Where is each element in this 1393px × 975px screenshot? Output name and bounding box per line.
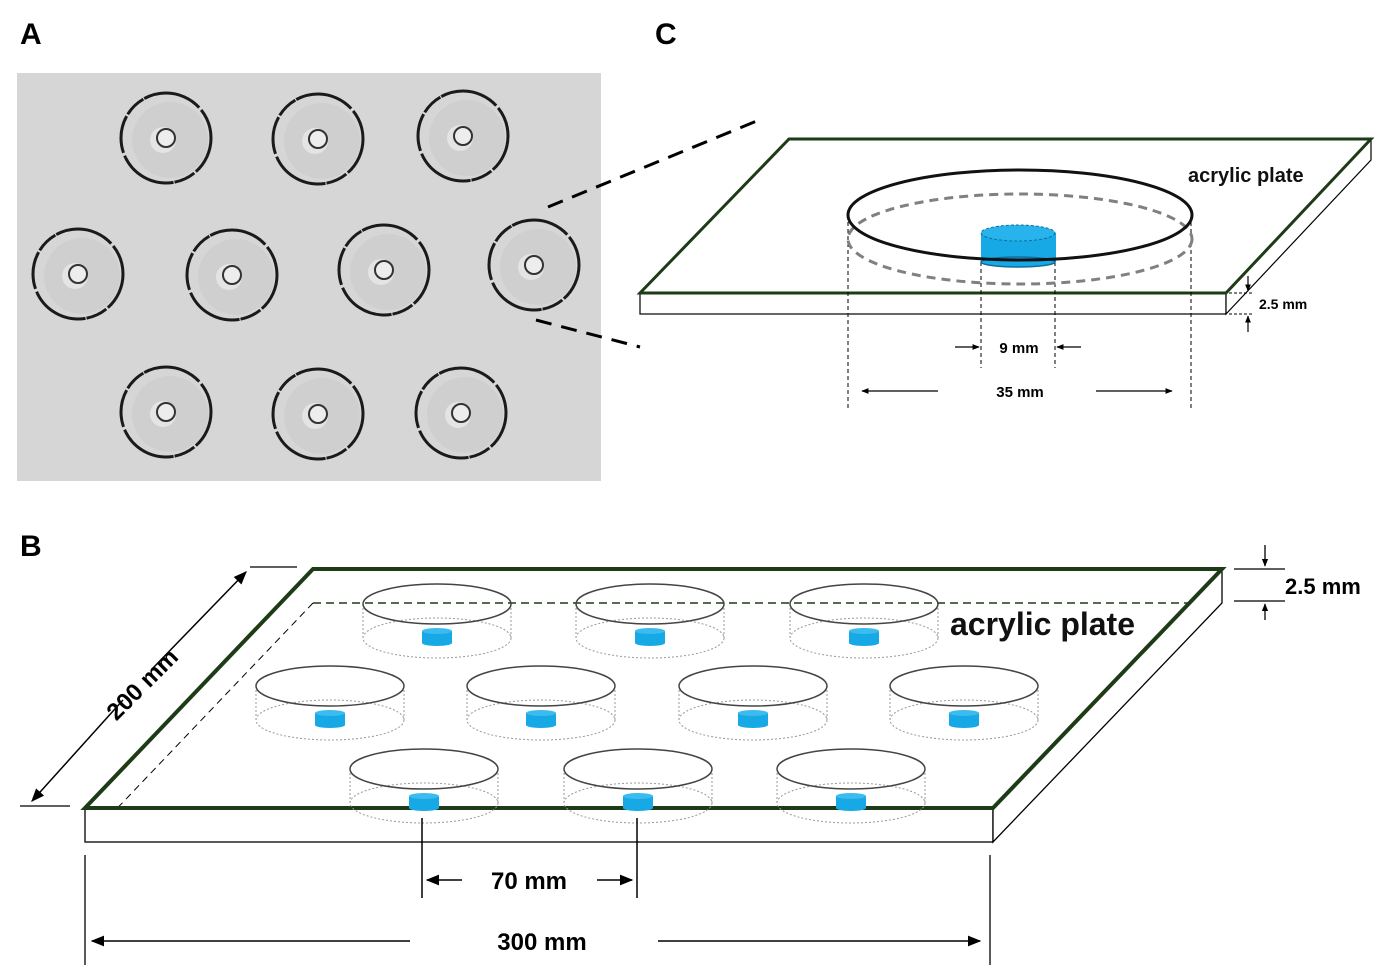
plate-b — [80, 567, 1227, 844]
plate-ring-2 — [575, 583, 725, 659]
outer-diameter-dimension: 35 mm — [861, 384, 1173, 401]
photo-ring-9 — [271, 367, 365, 461]
plate-b-top-face — [80, 567, 1227, 810]
zoom-line-bottom — [535, 318, 641, 349]
photo-ring-4 — [31, 227, 125, 321]
photo-ring-2 — [271, 92, 365, 186]
length-dimension-b: 300 mm — [84, 855, 991, 965]
plate-ring-6 — [678, 665, 828, 741]
ring-top-outline — [846, 168, 1194, 262]
plate-ring-5 — [466, 665, 616, 741]
photo-ring-6 — [337, 223, 431, 317]
plate-ring-10 — [776, 748, 926, 824]
zoom-line-top — [547, 116, 765, 209]
ring-cell-c — [846, 168, 1194, 410]
plate-c — [636, 137, 1375, 316]
photo-ring-8 — [119, 365, 213, 459]
outer-diameter-label: 35 mm — [996, 384, 1044, 401]
plate-ring-7 — [889, 665, 1039, 741]
thickness-dimension-b: 2.5 mm — [1234, 545, 1361, 620]
spacing-label-b: 70 mm — [491, 868, 567, 895]
photo-ring-10 — [414, 366, 508, 460]
photo-ring-3 — [416, 89, 510, 183]
plate-ring-grid — [255, 583, 1039, 824]
panel-label-b: B — [20, 530, 42, 563]
plate-ring-8 — [349, 748, 499, 824]
plate-ring-4 — [255, 665, 405, 741]
photo-ring-5 — [185, 228, 279, 322]
width-label-b: 200 mm — [102, 644, 184, 726]
photo-ring-1 — [119, 91, 213, 185]
panel-label-a: A — [20, 18, 42, 51]
plate-c-top-face — [636, 137, 1375, 295]
photo-ring-grid — [31, 89, 581, 461]
photo-panel-a — [17, 73, 601, 481]
inner-diameter-dimension: 9 mm — [955, 340, 1081, 357]
inner-diameter-label: 9 mm — [999, 340, 1038, 357]
thickness-label-b: 2.5 mm — [1285, 574, 1361, 599]
plate-ring-9 — [563, 748, 713, 824]
ring-bottom-outline — [846, 192, 1194, 286]
panel-label-c: C — [655, 18, 677, 51]
plate-b-material-label: acrylic plate — [950, 606, 1135, 642]
plate-c-front-face — [639, 292, 1227, 315]
plate-c-material-label: acrylic plate — [1188, 165, 1304, 187]
plate-ring-1 — [362, 583, 512, 659]
length-label-b: 300 mm — [497, 929, 586, 956]
photo-ring-7 — [487, 218, 581, 312]
thickness-dimension-c: 2.5 mm — [1229, 276, 1307, 332]
thickness-label-c: 2.5 mm — [1259, 296, 1307, 312]
blue-cylinder-top — [980, 224, 1056, 242]
spacing-dimension-b: 70 mm — [421, 818, 638, 898]
plate-ring-3 — [789, 583, 939, 659]
plate-b-front-face — [84, 807, 994, 843]
